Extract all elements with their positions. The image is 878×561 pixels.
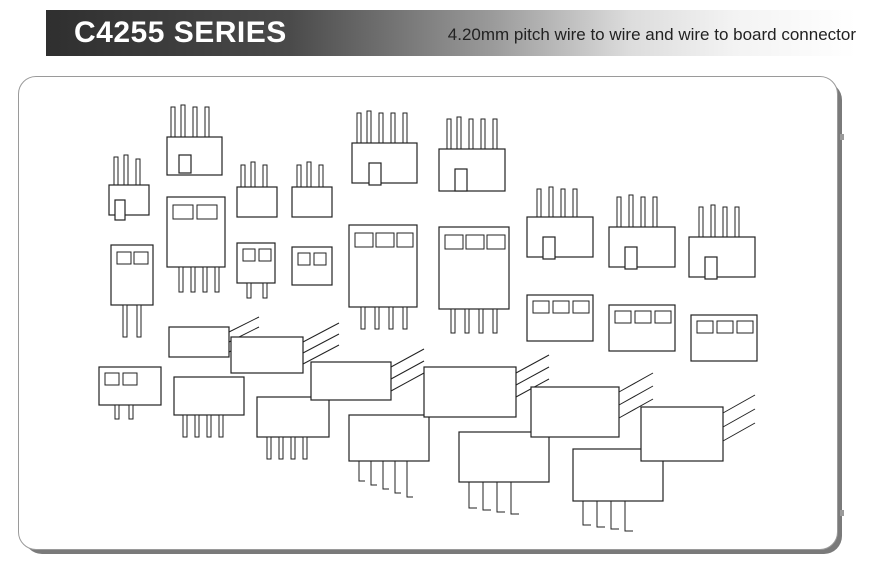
connector-drawing-15 <box>310 348 425 401</box>
connector-drawing-1 <box>108 154 154 338</box>
connector-drawing-14 <box>256 396 330 460</box>
series-title: C4255 SERIES <box>74 16 287 49</box>
connector-drawing-7 <box>526 186 594 342</box>
connector-panel <box>18 76 838 550</box>
connector-drawing-6 <box>438 116 510 334</box>
edge-mark-bottom <box>840 510 844 516</box>
connector-drawing-4 <box>291 161 333 286</box>
connector-drawing-8 <box>608 194 676 352</box>
connector-illustration <box>98 104 758 532</box>
connector-drawing-16 <box>348 414 430 498</box>
connector-drawing-17 <box>423 354 550 418</box>
connector-drawing-12 <box>173 376 245 438</box>
series-subtitle: 4.20mm pitch wire to wire and wire to bo… <box>447 25 856 44</box>
edge-mark-top <box>840 134 844 140</box>
connector-drawing-18 <box>458 431 550 515</box>
connector-drawing-5 <box>348 110 418 330</box>
header-bar: C4255 SERIES 4.20mm pitch wire to wire a… <box>46 10 856 56</box>
connector-drawing-21 <box>640 394 756 462</box>
connector-drawing-2 <box>166 104 226 293</box>
connector-drawing-3 <box>236 161 278 299</box>
connector-drawing-13 <box>230 322 340 374</box>
connector-drawing-10 <box>98 366 162 420</box>
connector-drawing-19 <box>530 372 654 438</box>
connector-drawing-9 <box>688 204 758 362</box>
